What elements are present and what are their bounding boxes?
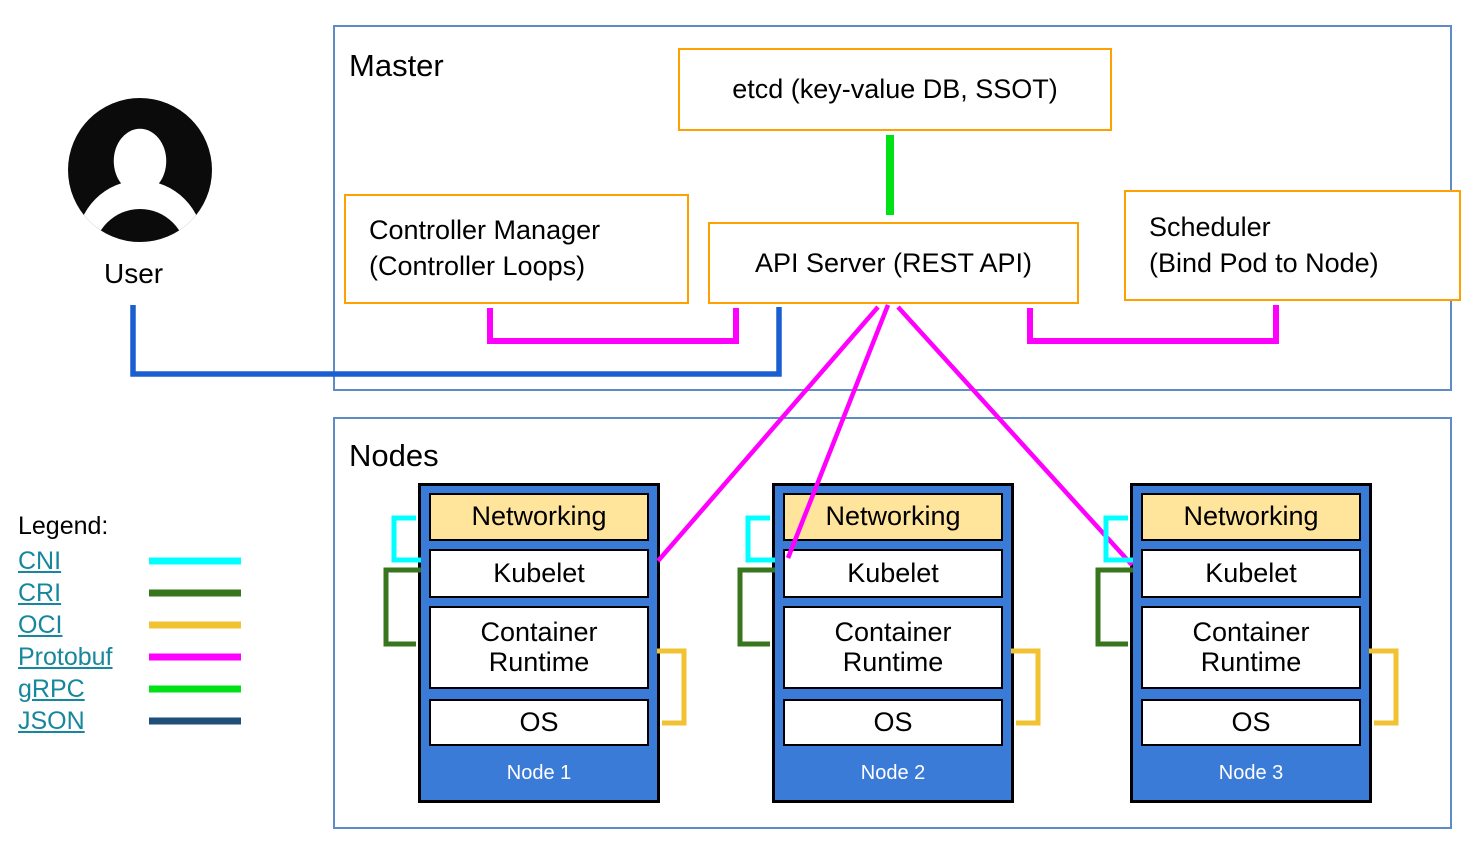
controller-manager-label-line1: Controller Manager (369, 215, 601, 246)
node-1: Networking Kubelet Container Runtime OS … (418, 483, 660, 803)
nodes-box (333, 417, 1452, 829)
legend-link-oci[interactable]: OCI (18, 611, 63, 639)
node-row-networking: Networking (429, 492, 649, 541)
node-row-container-runtime: Container Runtime (429, 605, 649, 689)
node-row-networking: Networking (783, 492, 1003, 541)
legend-link-grpc[interactable]: gRPC (18, 675, 85, 703)
node-row-container-runtime: Container Runtime (1141, 605, 1361, 689)
node-row-container-runtime: Container Runtime (783, 605, 1003, 689)
master-title: Master (349, 48, 444, 83)
node-row-kubelet: Kubelet (1141, 548, 1361, 598)
legend-title: Legend: (18, 512, 109, 540)
user-label: User (104, 258, 164, 289)
controller-manager-box: Controller Manager (Controller Loops) (344, 194, 689, 304)
node-name-label: Node 2 (860, 762, 926, 784)
controller-manager-label-line2: (Controller Loops) (369, 251, 586, 281)
nodes-title: Nodes (349, 438, 439, 473)
node-name-label: Node 1 (506, 762, 572, 784)
etcd-box: etcd (key-value DB, SSOT) (678, 48, 1112, 131)
node-2: Networking Kubelet Container Runtime OS … (772, 483, 1014, 803)
node-row-kubelet: Kubelet (783, 548, 1003, 598)
node-3: Networking Kubelet Container Runtime OS … (1130, 483, 1372, 803)
node-row-os: OS (1141, 698, 1361, 746)
user-icon (65, 95, 215, 245)
node-row-kubelet: Kubelet (429, 548, 649, 598)
api-server-box: API Server (REST API) (708, 222, 1079, 304)
node-row-networking: Networking (1141, 492, 1361, 541)
scheduler-label-line1: Scheduler (1149, 211, 1271, 242)
legend-link-json[interactable]: JSON (18, 707, 85, 735)
legend-link-cri[interactable]: CRI (18, 579, 62, 607)
legend-link-cni[interactable]: CNI (18, 547, 62, 575)
scheduler-label-line2: (Bind Pod to Node) (1149, 247, 1379, 278)
node-name-label: Node 3 (1218, 762, 1284, 784)
node-row-os: OS (429, 698, 649, 746)
node-row-os: OS (783, 698, 1003, 746)
etcd-label: etcd (key-value DB, SSOT) (732, 74, 1058, 104)
api-server-label: API Server (REST API) (754, 247, 1033, 278)
scheduler-box: Scheduler (Bind Pod to Node) (1124, 190, 1461, 301)
legend-link-protobuf[interactable]: Protobuf (18, 643, 113, 671)
